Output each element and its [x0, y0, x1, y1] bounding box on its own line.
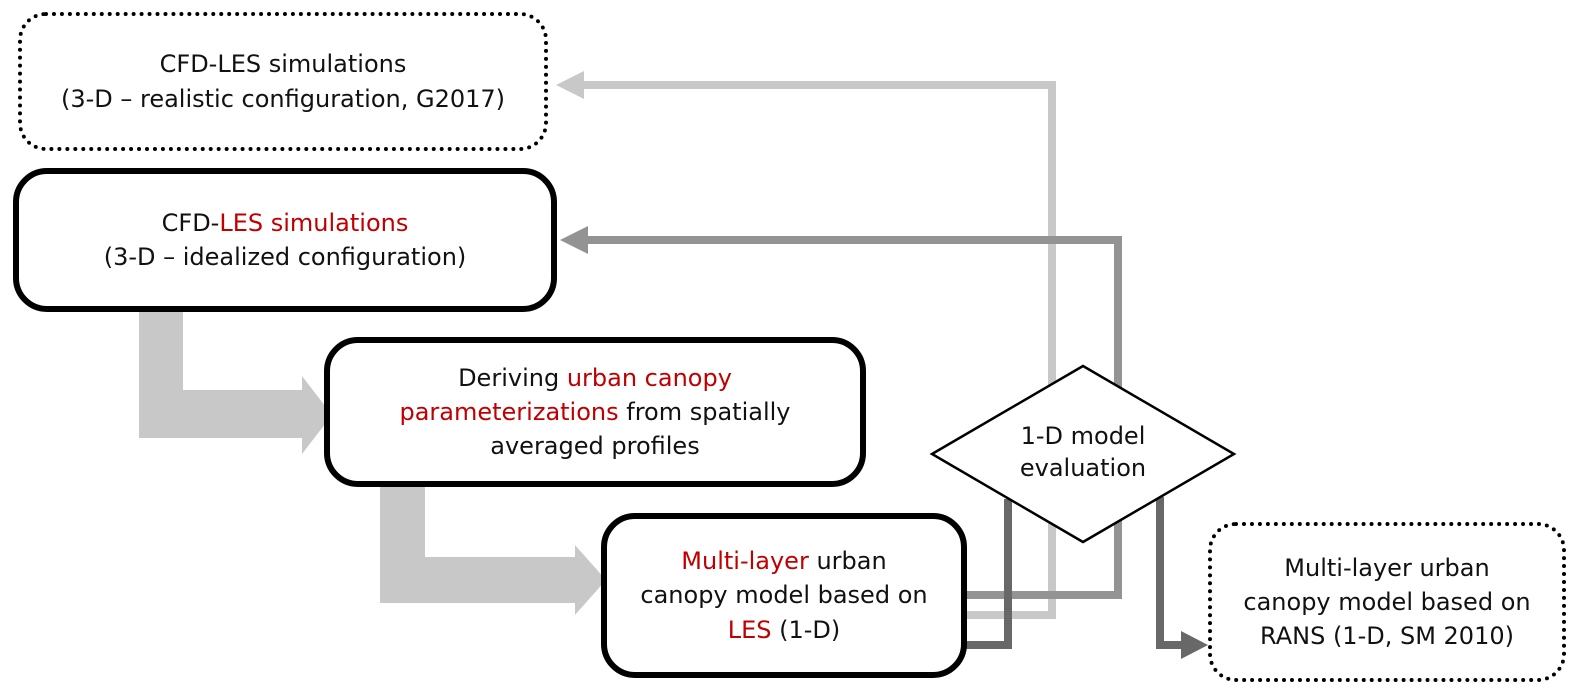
node-les-realistic-text: CFD-LES simulations (3-D – realistic con…	[61, 47, 505, 115]
text-segment: LES	[727, 615, 772, 644]
node-les-1d-model: Multi-layer urban canopy model based on …	[601, 513, 967, 678]
text-segment: Multi-layer urban	[1284, 553, 1490, 582]
text-line: RANS (1-D, SM 2010)	[1243, 619, 1530, 653]
evaluation-diamond-shape	[929, 364, 1237, 544]
text-line: parameterizations from spatially	[399, 395, 790, 429]
text-segment: (3-D – realistic configuration, G2017)	[60, 84, 506, 113]
text-segment: 1-D model	[1020, 421, 1146, 450]
node-les-realistic: CFD-LES simulations (3-D – realistic con…	[18, 12, 548, 151]
text-segment: (3-D – idealized configuration)	[103, 243, 467, 271]
arrowhead-evaluation-to-rans	[1181, 631, 1208, 659]
text-line: Multi-layer urban	[1243, 551, 1530, 585]
text-segment: LES simulations	[219, 208, 409, 237]
text-segment: CFD-LES simulations	[159, 50, 407, 79]
connector-deriving-to-les1d	[380, 481, 606, 615]
text-line: 1-D model	[1020, 420, 1146, 452]
text-line: LES (1-D)	[640, 613, 927, 647]
text-line: (3-D – realistic configuration, G2017)	[61, 82, 505, 116]
text-line: CFD-LES simulations	[61, 47, 505, 81]
text-segment: Deriving	[458, 363, 567, 392]
text-segment: CFD-	[161, 208, 220, 237]
text-line: canopy model based on	[640, 578, 927, 612]
text-segment: evaluation	[1019, 454, 1147, 482]
node-deriving-params-text: Deriving urban canopy parameterizations …	[399, 361, 790, 463]
arrowhead-les1d-to-idealized	[560, 226, 588, 254]
text-line: (3-D – idealized configuration)	[104, 240, 467, 274]
node-les-1d-model-text: Multi-layer urban canopy model based on …	[640, 544, 927, 646]
text-line: Multi-layer urban	[640, 544, 927, 578]
node-rans-model: Multi-layer urban canopy model based on …	[1208, 522, 1566, 682]
text-segment: (1-D)	[771, 615, 841, 644]
connector-evaluation-to-rans	[1156, 497, 1181, 649]
text-line: canopy model based on	[1243, 585, 1530, 619]
connector-idealized-to-deriving	[139, 304, 332, 454]
text-segment: Multi-layer	[681, 547, 809, 576]
node-deriving-params: Deriving urban canopy parameterizations …	[324, 337, 866, 487]
node-evaluation-label: 1-D model evaluation	[983, 416, 1183, 488]
text-segment: RANS (1-D, SM 2010)	[1260, 622, 1514, 651]
node-les-idealized-text: CFD-LES simulations (3-D – idealized con…	[104, 206, 467, 274]
text-line: CFD-LES simulations	[104, 206, 467, 240]
text-segment: from spatially	[618, 397, 791, 426]
text-segment: canopy model based on	[640, 581, 928, 610]
arrowhead-les1d-to-realistic	[556, 71, 584, 99]
node-les-idealized: CFD-LES simulations (3-D – idealized con…	[13, 168, 557, 312]
text-segment: urban canopy	[566, 363, 732, 392]
text-segment: parameterizations	[399, 397, 619, 426]
text-segment: urban	[808, 547, 887, 576]
text-line: averaged profiles	[399, 429, 790, 463]
node-evaluation-text: 1-D model evaluation	[1020, 420, 1146, 485]
text-segment: averaged profiles	[490, 432, 700, 461]
text-line: Deriving urban canopy	[399, 361, 790, 395]
connector-les1d-to-evaluation	[960, 499, 1012, 649]
text-line: evaluation	[1020, 452, 1146, 484]
node-rans-model-text: Multi-layer urban canopy model based on …	[1243, 551, 1530, 653]
text-segment: canopy model based on	[1243, 587, 1531, 616]
